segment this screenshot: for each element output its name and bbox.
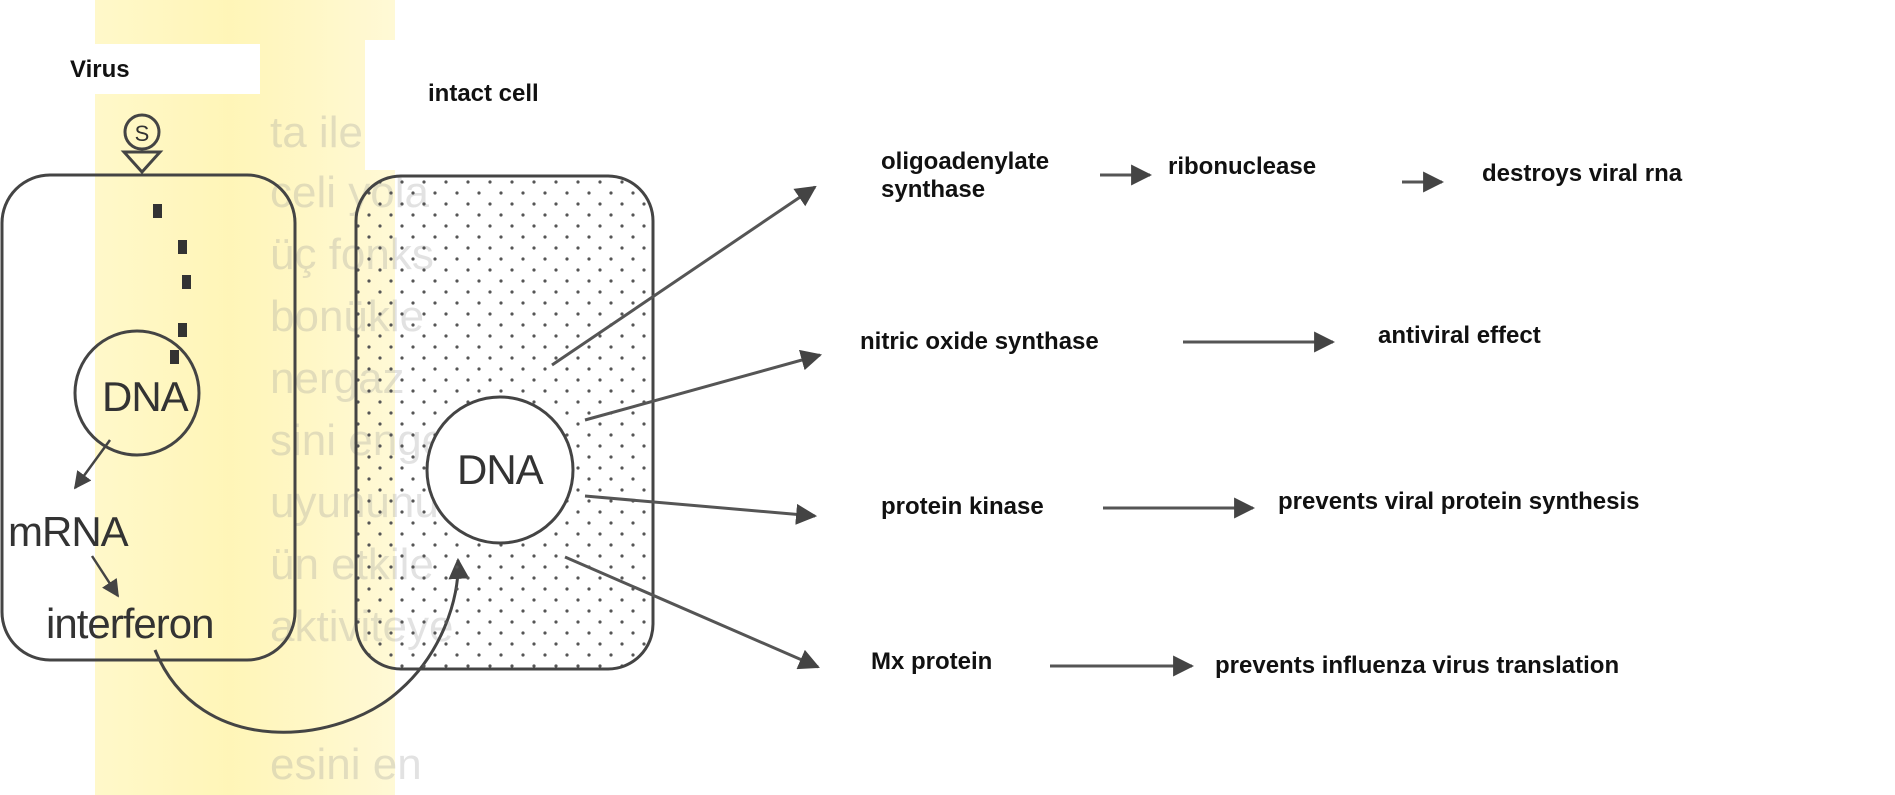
dna-to-mrna-arrow bbox=[75, 440, 110, 488]
oligoadenylate-synthase-label: oligoadenylate synthase bbox=[881, 148, 1049, 203]
interferon-label: interferon bbox=[46, 600, 213, 648]
protein-kinase-label: protein kinase bbox=[881, 493, 1044, 521]
nitric-oxide-synthase-label: nitric oxide synthase bbox=[860, 328, 1099, 356]
mrna-to-interferon-arrow bbox=[92, 556, 118, 596]
intact-cell-dna-label: DNA bbox=[457, 446, 543, 494]
mx-protein-label: Mx protein bbox=[871, 648, 992, 676]
virus-marker-label: S bbox=[135, 121, 150, 146]
antiviral-effect-label: antiviral effect bbox=[1378, 322, 1541, 350]
intact-cell-label: intact cell bbox=[428, 80, 539, 108]
destroys-viral-rna-label: destroys viral rna bbox=[1482, 160, 1682, 188]
virus-particle: S bbox=[124, 115, 160, 172]
virus-label: Virus bbox=[70, 56, 130, 84]
prevents-viral-protein-synthesis-label: prevents viral protein synthesis bbox=[1278, 488, 1639, 516]
mrna-label: mRNA bbox=[8, 508, 128, 556]
prevents-influenza-virus-translation-label: prevents influenza virus translation bbox=[1215, 652, 1619, 680]
infected-cell-dna-label: DNA bbox=[102, 373, 188, 421]
ribonuclease-label: ribonuclease bbox=[1168, 153, 1316, 181]
viral-genome-fragments bbox=[153, 204, 191, 364]
